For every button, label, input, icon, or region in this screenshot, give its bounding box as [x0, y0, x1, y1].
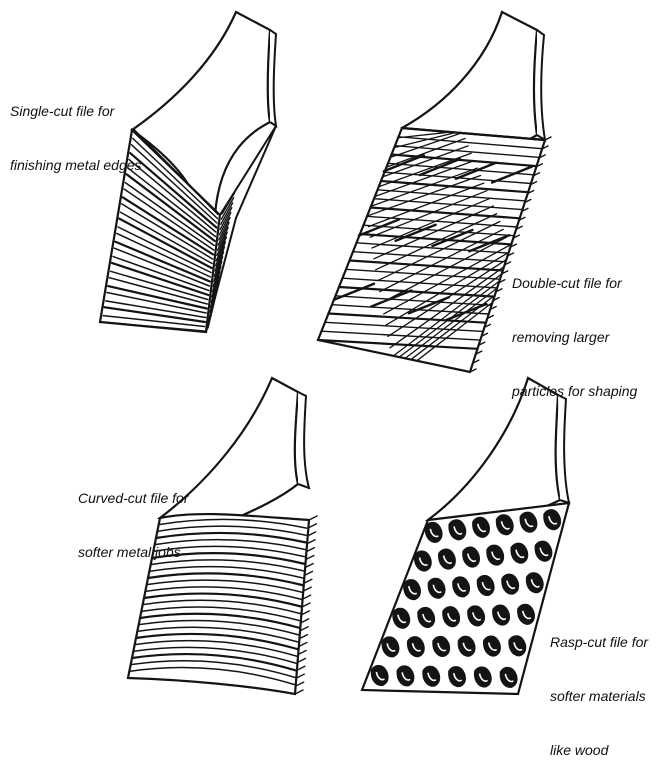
- rasp-cut-file-drawing: [362, 378, 569, 694]
- rasp-cut-caption: Rasp-cut file for softer materials like …: [550, 597, 648, 777]
- caption-line: softer materials: [550, 687, 648, 705]
- single-cut-caption: Single-cut file for finishing metal edge…: [10, 66, 142, 192]
- caption-line: Rasp-cut file for: [550, 633, 648, 651]
- caption-line: finishing metal edges: [10, 156, 142, 174]
- caption-line: Single-cut file for: [10, 102, 142, 120]
- tooth-stroke: [309, 516, 317, 520]
- caption-line: Curved-cut file for: [78, 489, 188, 507]
- caption-line: softer metal jobs: [78, 543, 188, 561]
- caption-line: removing larger: [512, 328, 637, 346]
- caption-line: Double-cut file for: [512, 274, 637, 292]
- caption-line: like wood: [550, 741, 648, 759]
- double-cut-caption: Double-cut file for removing larger part…: [512, 238, 637, 418]
- tooth-stroke: [545, 137, 551, 140]
- curved-cut-caption: Curved-cut file for softer metal jobs: [78, 453, 188, 579]
- caption-line: particles for shaping: [512, 382, 637, 400]
